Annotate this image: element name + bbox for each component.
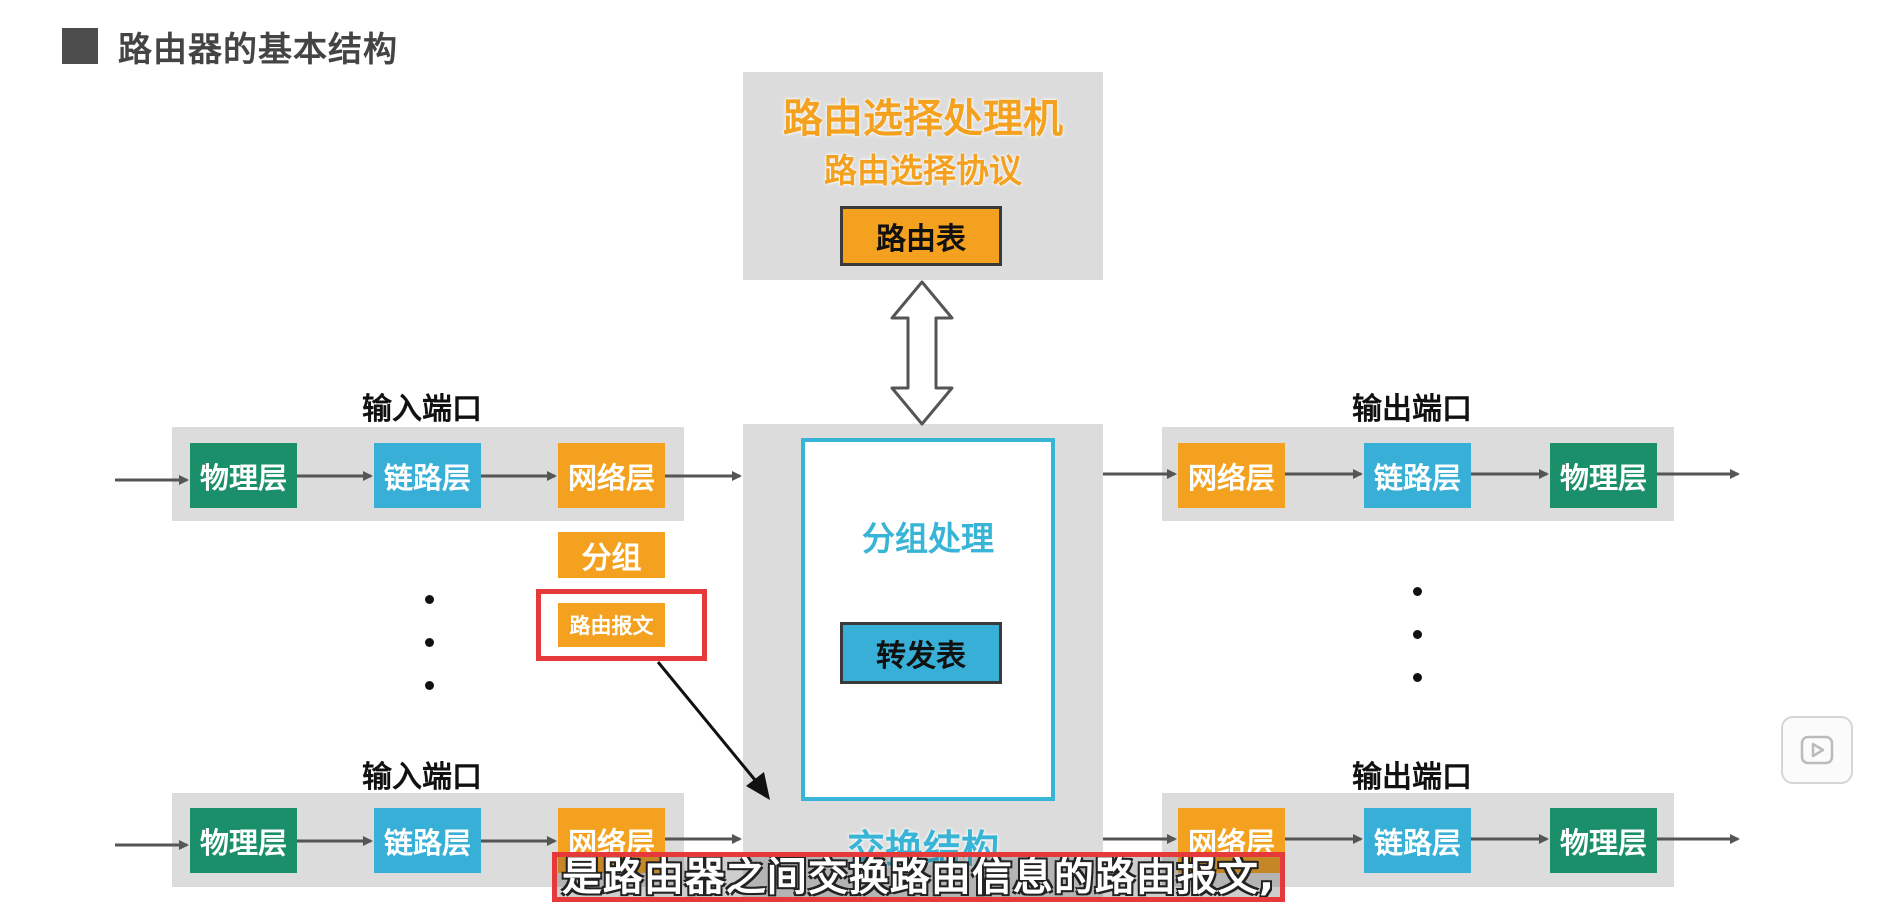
input-port-label-2: 输入端口	[362, 760, 482, 795]
output-ellipsis-dot-2	[1413, 630, 1422, 639]
output1-link-layer: 链路层	[1364, 443, 1471, 508]
input1-link-layer: 链路层	[374, 443, 481, 508]
input-ellipsis-dot-3	[425, 681, 434, 690]
input-port-label-1: 输入端口	[362, 392, 482, 427]
output-port-label-2: 输出端口	[1352, 760, 1472, 795]
subtitle-text: 是路由器之间交换路由信息的路由报文,	[561, 854, 1276, 900]
routing-processor-title: 路由选择处理机	[783, 96, 1063, 142]
double-arrow-icon	[890, 280, 954, 426]
routing-message-highlight	[536, 589, 707, 661]
output2-link-layer: 链路层	[1364, 808, 1471, 873]
packet-processing-title: 分组处理	[862, 519, 994, 558]
slide-title-text: 路由器的基本结构	[118, 29, 398, 70]
switch-fabric-label: 交换结构	[846, 827, 999, 871]
slide-title: 路由器的基本结构	[62, 26, 398, 70]
output1-network-layer: 网络层	[1178, 443, 1285, 508]
annotation-arrow	[656, 661, 757, 781]
input-ellipsis-dot-1	[425, 595, 434, 604]
output-port-label-1: 输出端口	[1352, 392, 1472, 427]
output-ellipsis-dot-3	[1413, 673, 1422, 682]
routing-message-label: 路由报文	[558, 603, 665, 647]
packet-processing-box	[801, 438, 1055, 801]
input1-physical-layer: 物理层	[190, 443, 297, 508]
routing-table-box: 路由表	[840, 206, 1002, 266]
play-button[interactable]	[1781, 716, 1853, 784]
input2-link-layer: 链路层	[374, 808, 481, 873]
packet-label: 分组	[558, 532, 665, 578]
annotation-arrowhead	[746, 772, 770, 800]
forwarding-table-box: 转发表	[840, 622, 1002, 684]
output2-physical-layer: 物理层	[1550, 808, 1657, 873]
input2-physical-layer: 物理层	[190, 808, 297, 873]
input1-network-layer: 网络层	[558, 443, 665, 508]
subtitle-caption: 是路由器之间交换路由信息的路由报文,	[552, 852, 1285, 902]
output1-physical-layer: 物理层	[1550, 443, 1657, 508]
output-ellipsis-dot-1	[1413, 587, 1422, 596]
input-ellipsis-dot-2	[425, 638, 434, 647]
play-icon	[1800, 735, 1834, 765]
routing-protocol-label: 路由选择协议	[824, 151, 1022, 190]
square-icon	[62, 28, 98, 64]
